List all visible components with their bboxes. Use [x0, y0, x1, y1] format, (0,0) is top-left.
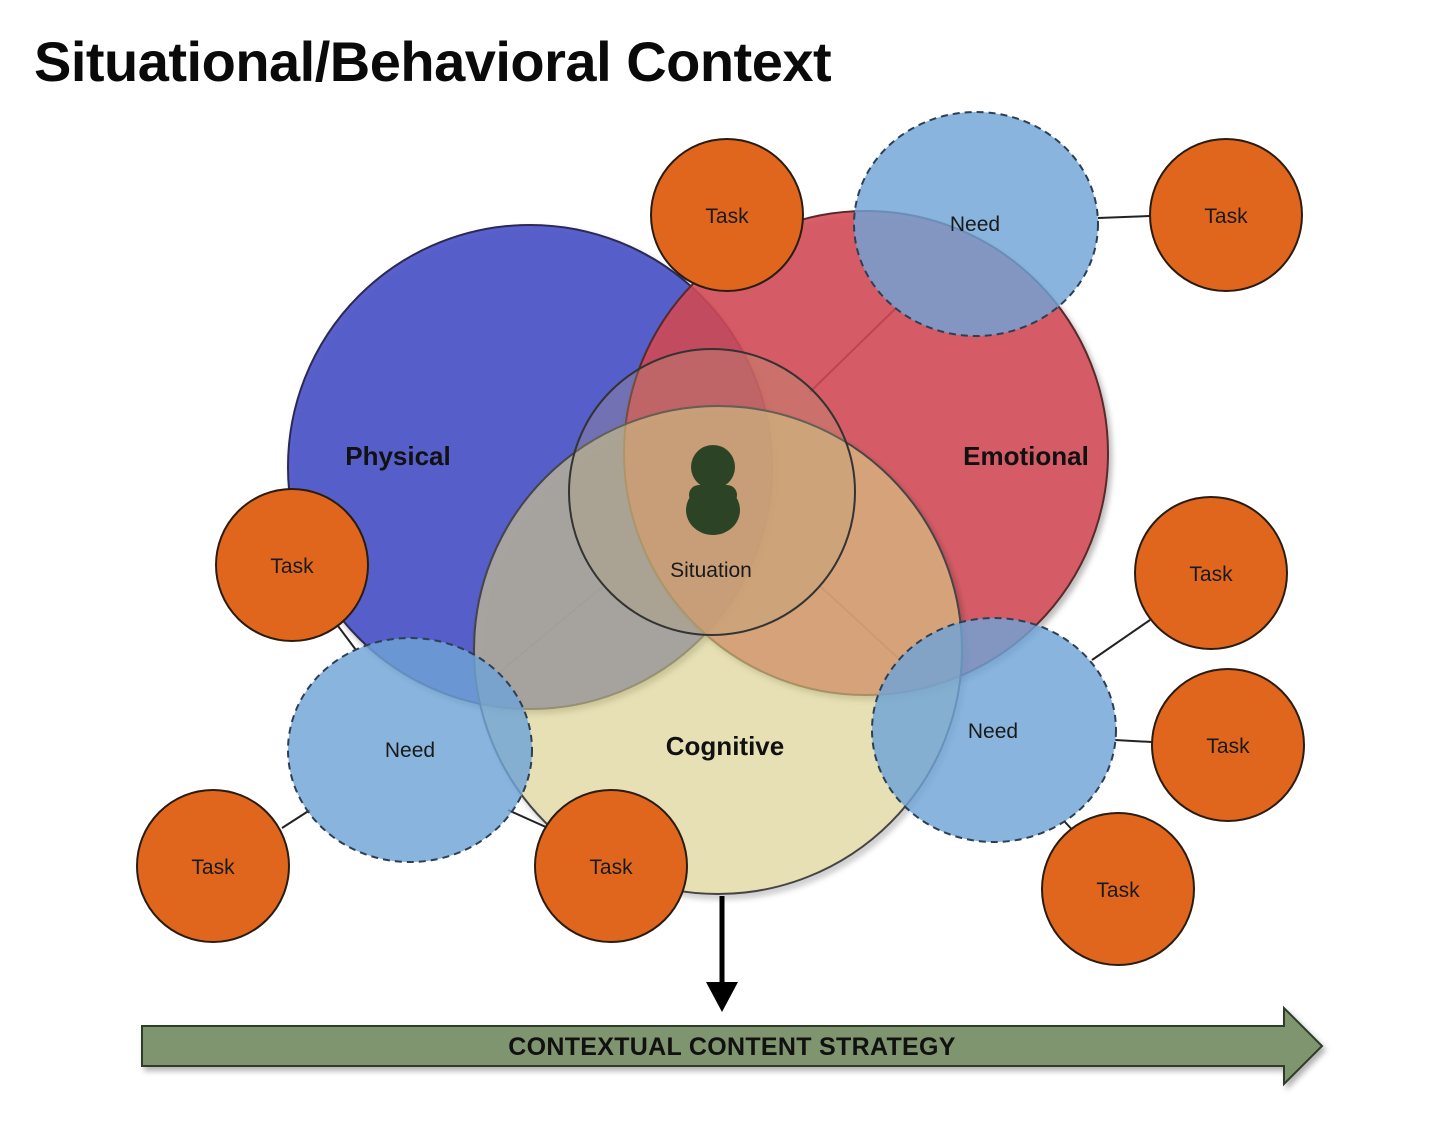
connector-line	[507, 809, 549, 829]
task-circle	[650, 138, 804, 292]
need-circle	[287, 637, 533, 863]
task-circle	[1041, 812, 1195, 966]
need-circle	[853, 111, 1099, 337]
strategy-arrow	[141, 1005, 1324, 1087]
need-circle	[871, 617, 1117, 843]
physical-label: Physical	[345, 441, 451, 471]
task-circle	[1134, 496, 1288, 650]
need-label: Need	[950, 213, 1000, 236]
connector-line	[1091, 619, 1151, 661]
person-icon	[686, 445, 740, 535]
connector-line	[1097, 215, 1151, 219]
situation-label: Situation	[670, 559, 752, 582]
task-circles	[136, 138, 1305, 966]
task-circle	[534, 789, 688, 943]
strategy-label: CONTEXTUAL CONTENT STRATEGY	[508, 1033, 955, 1061]
task-circle	[215, 488, 369, 642]
need-circles	[287, 111, 1117, 863]
task-label: Task	[1189, 563, 1233, 586]
task-label: Task	[1206, 735, 1250, 758]
need-label: Need	[385, 739, 435, 762]
connector-line	[1114, 739, 1153, 743]
cognitive-label: Cognitive	[666, 731, 784, 761]
task-label: Task	[705, 205, 749, 228]
task-label: Task	[1204, 205, 1248, 228]
need-label: Need	[968, 720, 1018, 743]
page-title: Situational/Behavioral Context	[34, 30, 832, 93]
task-circle	[1149, 138, 1303, 292]
task-label: Task	[1096, 879, 1140, 902]
down-arrow-head	[706, 982, 738, 1012]
connector-line	[334, 621, 357, 651]
connector-line	[281, 809, 311, 829]
task-label: Task	[589, 856, 633, 879]
task-circle	[136, 789, 290, 943]
task-label: Task	[270, 555, 314, 578]
task-circle	[1151, 668, 1305, 822]
task-label: Task	[191, 856, 235, 879]
emotional-label: Emotional	[963, 441, 1089, 471]
